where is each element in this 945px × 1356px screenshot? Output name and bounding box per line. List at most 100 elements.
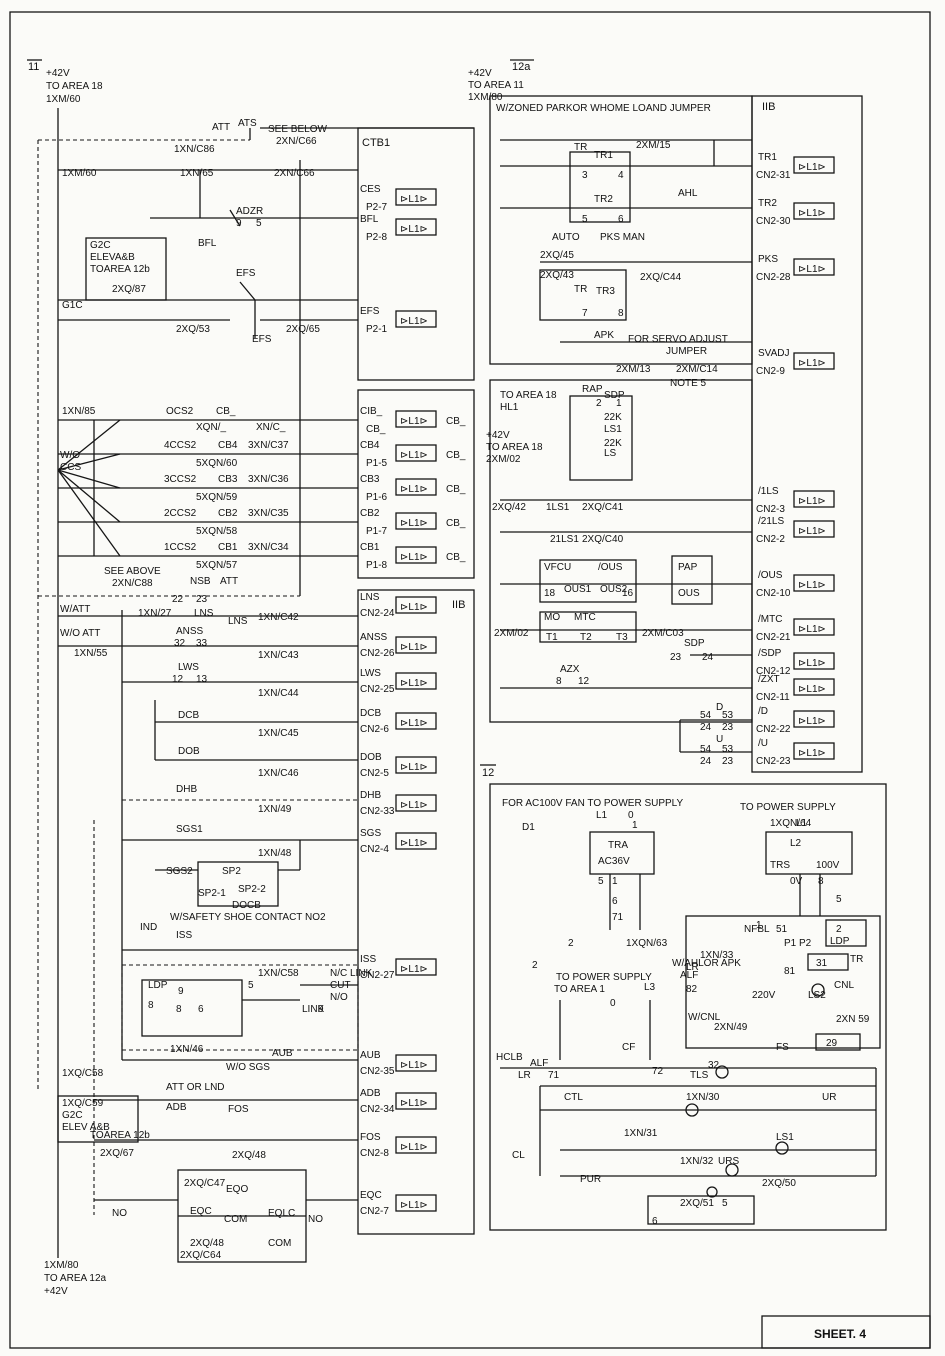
cn-wire-label-66: 2XQ/48 <box>190 1238 224 1249</box>
right-wire-label-16: 7 <box>582 308 588 319</box>
right-wire-label-13: 2XQ/C44 <box>640 272 682 283</box>
sheet-frame <box>9 11 931 1349</box>
ctb1-label: CTB1 <box>362 137 390 149</box>
cn-wire-label-57: TOAREA 12b <box>90 1130 150 1141</box>
cn-code-eqc: EQC <box>360 1190 382 1201</box>
right-wire-label-1: TR1 <box>594 150 613 161</box>
right-wire-label-3: 3 <box>582 170 588 181</box>
area-tag-12a: 12a <box>512 61 531 73</box>
power-label-45: FS <box>776 1042 789 1053</box>
power-label-20: NFBL <box>744 924 770 935</box>
cn-wire-label-21: DOB <box>178 746 200 757</box>
right-wire-label-31: LS1 <box>604 424 622 435</box>
cb-wire-label-1: OCS2 <box>166 406 194 417</box>
output-chip-right-5: ⊳L1⊳ <box>793 520 835 538</box>
power-label-19: 5 <box>836 894 842 905</box>
cb-wire-label-14: 5XQN/59 <box>196 492 238 503</box>
ctb-wire-label-13: ELEVA&B <box>90 252 135 263</box>
right-wire-label-18: APK <box>594 330 614 341</box>
cn-wire-label-68: NO <box>308 1214 323 1225</box>
right-wire-label-43: /OUS <box>598 562 623 573</box>
output-chip-box <box>793 202 835 220</box>
power-label-54: 32 <box>708 1060 720 1071</box>
right-pin-11: CN2-23 <box>756 756 791 767</box>
output-chip-box <box>793 352 835 370</box>
cib-pin-2: P1-6 <box>366 492 388 503</box>
right-wire-label-51: MTC <box>574 612 596 623</box>
output-chip-ctb-1: ⊳L1⊳ <box>395 218 437 236</box>
cib-out-0: CB_ <box>446 416 466 427</box>
output-chip-label: ⊳L1⊳ <box>798 580 826 591</box>
right-wire-label-22: 2XM/C14 <box>676 364 718 375</box>
output-chip-right-7: ⊳L1⊳ <box>793 618 835 636</box>
cn-wire-label-1: ATT <box>220 576 238 587</box>
cib-pin-3: P1-7 <box>366 526 388 537</box>
cib-terminal-block <box>357 389 475 579</box>
output-chip-label: ⊳L1⊳ <box>400 964 428 975</box>
power-label-51: 71 <box>548 1070 560 1081</box>
output-chip-box <box>395 636 437 654</box>
cn-wire-label-40: 6 <box>198 1004 204 1015</box>
right-wire-label-39: 2XQ/C41 <box>582 502 624 513</box>
right-pin-2: CN2-28 <box>756 272 791 283</box>
power-label-6: 5 <box>598 876 604 887</box>
output-chip-label: ⊳L1⊳ <box>400 518 428 529</box>
output-chip-label: ⊳L1⊳ <box>400 194 428 205</box>
power-label-49: ALF <box>530 1058 548 1069</box>
right-pin-9: CN2-11 <box>756 692 790 703</box>
output-chip-cib-4: ⊳L1⊳ <box>395 546 437 564</box>
power-label-12: 1XQN/64 <box>770 818 812 829</box>
cib-pin-0: CB_ <box>366 424 386 435</box>
pap-box <box>671 555 713 605</box>
cnl-lamp <box>811 983 825 997</box>
right-pin-7: CN2-21 <box>756 632 791 643</box>
cn-code-iss: ISS <box>360 954 376 965</box>
cn-wire-label-62: EQC <box>190 1206 212 1217</box>
right-wire-label-46: OUS2 <box>600 584 628 595</box>
ctb-wire-label-9: 9 <box>236 218 242 229</box>
output-chip-box <box>793 742 835 760</box>
output-chip-box <box>395 794 437 812</box>
cn-code-lws: LWS <box>360 668 381 679</box>
iib-right-label: IIB <box>762 101 775 113</box>
output-chip-label: ⊳L1⊳ <box>400 450 428 461</box>
ctb-wire-label-5: 1XN/65 <box>180 168 214 179</box>
supply-bottom-2: TO AREA 12a <box>44 1273 107 1284</box>
power-label-50: LR <box>518 1070 531 1081</box>
cn-wire-label-6: LNS <box>194 608 214 619</box>
cib-out-1: CB_ <box>446 450 466 461</box>
dyjoa-box <box>647 1195 755 1225</box>
right-wire-label-68: 54 <box>700 744 712 755</box>
power-label-25: P1 P2 <box>784 938 812 949</box>
area-tag-12: 12 <box>482 767 494 779</box>
output-chip-label: ⊳L1⊳ <box>400 602 428 613</box>
output-chip-label: ⊳L1⊳ <box>400 224 428 235</box>
right-wire-label-26: RAP <box>582 384 603 395</box>
output-chip-box <box>793 618 835 636</box>
right-wire-label-29: 1 <box>616 398 622 409</box>
power-label-33: TR <box>850 954 863 965</box>
cb-wire-label-9: W/O <box>60 450 80 461</box>
cn-wire-label-61: EQO <box>226 1184 248 1195</box>
output-chip-box <box>395 1054 437 1072</box>
ldp-p1p2-box <box>825 919 867 947</box>
cn-wire-label-29: SP2-1 <box>198 888 226 899</box>
right-wire-label-32: 22K <box>604 438 622 449</box>
right-code-7: /MTC <box>758 614 782 625</box>
cn-code-aub: AUB <box>360 1050 381 1061</box>
output-chip-box <box>793 258 835 276</box>
vfcu-box <box>539 559 637 603</box>
zoned-park-box <box>489 95 753 365</box>
right-code-5: /21LS <box>758 516 784 527</box>
output-chip-label: ⊳L1⊳ <box>400 484 428 495</box>
power-label-42: W/CNL <box>688 1012 721 1023</box>
right-wire-label-36: 2XM/02 <box>486 454 521 465</box>
output-chip-ctb-2: ⊳L1⊳ <box>395 310 437 328</box>
cb-wire-label-15: 2CCS2 <box>164 508 197 519</box>
supply-bottom-3: +42V <box>44 1286 68 1297</box>
output-chip-box <box>395 832 437 850</box>
output-chip-label: ⊳L1⊳ <box>798 748 826 759</box>
power-label-8: 6 <box>612 896 618 907</box>
right-wire-label-72: U <box>716 734 723 745</box>
ctb-pin-p2-7: P2-7 <box>366 202 388 213</box>
